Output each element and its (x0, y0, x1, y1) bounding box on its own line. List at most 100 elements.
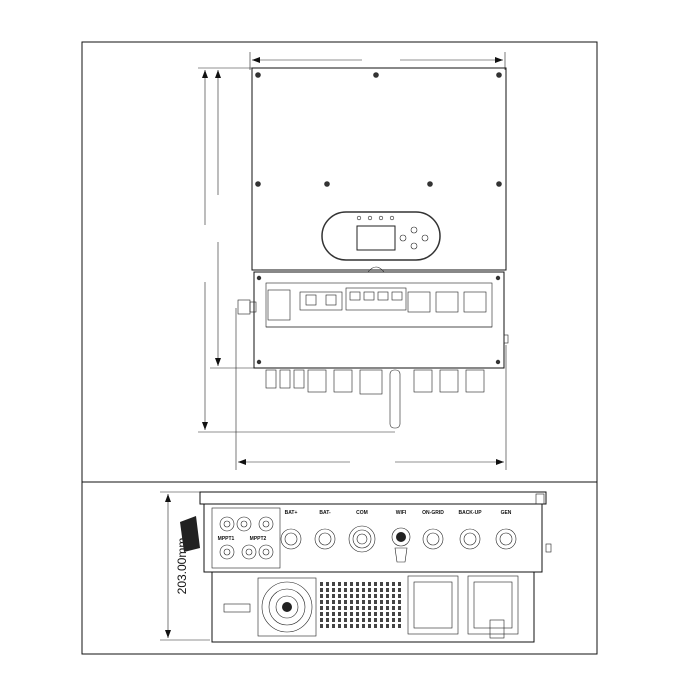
fin-segment (362, 594, 365, 598)
fin-segment (320, 594, 323, 598)
fin-segment (344, 612, 347, 616)
fin-segment (398, 606, 401, 610)
port-label-gen: GEN (501, 510, 512, 516)
fin-segment (320, 606, 323, 610)
depth-dimension: 203.00mm (160, 491, 210, 641)
vent-slots (223, 603, 251, 613)
fin-segment (338, 582, 341, 586)
bottom-width-dimension (235, 308, 507, 470)
fin-segment (320, 600, 323, 604)
fin-segment (380, 618, 383, 622)
fin-segment (386, 594, 389, 598)
fin-segment (362, 606, 365, 610)
fin-segment (380, 624, 383, 628)
drawing-frame (81, 41, 598, 655)
heatsink-body (211, 571, 535, 643)
fin-segment (386, 582, 389, 586)
fin-segment (398, 618, 401, 622)
fin-segment (380, 594, 383, 598)
depth-dimension-label: 203.00mm (175, 538, 189, 595)
fin-segment (380, 588, 383, 592)
fin-segment (374, 582, 377, 586)
fin-segment (362, 600, 365, 604)
fin-segment (392, 582, 395, 586)
fin-segment (344, 624, 347, 628)
fin-segment (332, 612, 335, 616)
ac-terminal-2 (435, 291, 459, 313)
fin-segment (374, 612, 377, 616)
fin-segment (332, 594, 335, 598)
fin-segment (362, 612, 365, 616)
enter-button-icon (421, 234, 429, 242)
fin-segment (362, 582, 365, 586)
fin-segment (350, 600, 353, 604)
esc-button-icon (399, 234, 407, 242)
fin-segment (380, 582, 383, 586)
fin-segment (368, 594, 371, 598)
fin-segment (326, 594, 329, 598)
fin-segment (326, 600, 329, 604)
fin-segment (356, 588, 359, 592)
fin-segment (392, 624, 395, 628)
pv-input-panel (211, 507, 281, 569)
fin-segment (398, 600, 401, 604)
fin-segment (386, 600, 389, 604)
fin-segment (320, 618, 323, 622)
top-rail (199, 491, 547, 505)
fin-segment (326, 582, 329, 586)
side-brackets (407, 575, 519, 635)
display-bezel (321, 211, 441, 261)
fin-segment (338, 600, 341, 604)
mppt1-label: MPPT1 (218, 536, 235, 542)
fin-segment (338, 606, 341, 610)
fin-segment (392, 594, 395, 598)
fin-segment (320, 612, 323, 616)
fin-segment (350, 588, 353, 592)
up-button-icon (410, 226, 418, 234)
wifi-antenna (389, 369, 401, 429)
status-leds (356, 215, 395, 221)
mppt2-connectors: MPPT2 (241, 516, 274, 560)
fin-segment (380, 600, 383, 604)
housing-screws (255, 72, 502, 187)
fin-segment (398, 612, 401, 616)
fin-segment (320, 582, 323, 586)
bat-plus-gland (280, 528, 302, 550)
fin-segment (320, 624, 323, 628)
isolator-knob (180, 516, 200, 552)
fin-segment (380, 612, 383, 616)
fin-segment (392, 588, 395, 592)
fin-segment (368, 588, 371, 592)
fin-segment (374, 606, 377, 610)
upper-housing (251, 67, 507, 271)
on-grid-gland (422, 528, 444, 550)
fin-segment (344, 582, 347, 586)
fin-segment (386, 588, 389, 592)
display-panel (321, 211, 441, 261)
fin-segment (350, 582, 353, 586)
port-label-wifi: WIFI (396, 510, 407, 516)
switch-block (299, 291, 343, 311)
fin-segment (386, 624, 389, 628)
fin-segment (344, 606, 347, 610)
fin-segment (326, 588, 329, 592)
fin-segment (356, 618, 359, 622)
fin-segment (332, 624, 335, 628)
fin-segment (368, 612, 371, 616)
fin-segment (374, 624, 377, 628)
fin-segment (350, 612, 353, 616)
fin-segment (326, 618, 329, 622)
fin-segment (326, 612, 329, 616)
fin-segment (392, 618, 395, 622)
fin-segment (368, 606, 371, 610)
ac-terminal-1 (407, 291, 431, 313)
fin-segment (350, 594, 353, 598)
fin-segment (332, 618, 335, 622)
fin-segment (398, 582, 401, 586)
mppt2-label: MPPT2 (250, 536, 267, 542)
fin-segment (356, 582, 359, 586)
fin-segment (338, 624, 341, 628)
fin-segment (368, 582, 371, 586)
down-button-icon (410, 242, 418, 250)
